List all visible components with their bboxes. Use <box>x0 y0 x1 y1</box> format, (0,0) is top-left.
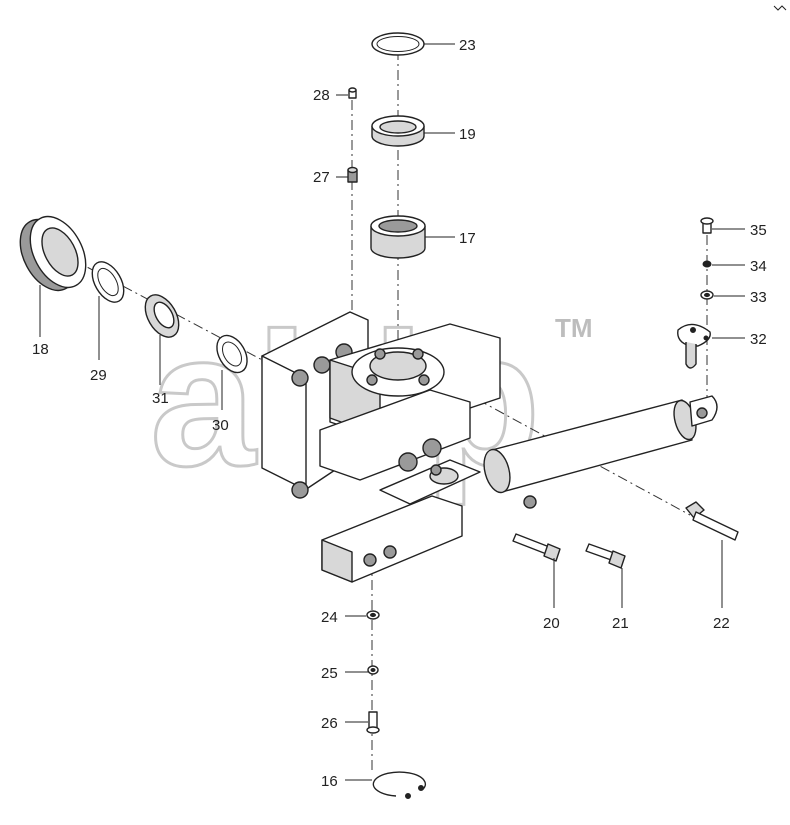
callout-21: 21 <box>612 615 629 632</box>
callout-19: 19 <box>459 126 476 143</box>
callout-17: 17 <box>459 230 476 247</box>
lock-washer-30 <box>216 334 248 374</box>
grease-nipple-28 <box>348 87 357 99</box>
callout-33: 33 <box>750 289 767 306</box>
callout-35: 35 <box>750 222 767 239</box>
callout-labels: 23 28 19 27 17 35 34 33 32 18 29 31 30 2… <box>32 37 767 790</box>
callout-16: 16 <box>321 773 338 790</box>
pin-plate-32 <box>677 323 711 369</box>
callout-29: 29 <box>90 367 107 384</box>
callout-34: 34 <box>750 258 767 275</box>
washer-33 <box>700 290 714 300</box>
callout-28: 28 <box>313 87 330 104</box>
callout-32: 32 <box>750 331 767 348</box>
bolt-35 <box>700 217 714 234</box>
callout-25: 25 <box>321 665 338 682</box>
bolt-20 <box>512 533 561 562</box>
callout-27: 27 <box>313 169 330 186</box>
fitting-27 <box>347 166 358 183</box>
hydraulic-cylinder <box>483 395 718 509</box>
steering-housing <box>261 311 501 583</box>
washer-29 <box>91 261 125 303</box>
oring-23 <box>371 32 425 56</box>
bolt-21 <box>585 543 626 569</box>
washer-24 <box>366 610 380 620</box>
callout-26: 26 <box>321 715 338 732</box>
bearing-18 <box>19 215 87 292</box>
corner-mark <box>773 5 787 11</box>
washer-34 <box>702 260 712 268</box>
leader-lines <box>39 43 745 781</box>
washer-25 <box>367 665 379 675</box>
callout-18: 18 <box>32 341 49 358</box>
trademark-symbol: TM <box>555 313 593 343</box>
slotted-nut-31 <box>144 294 180 338</box>
bolt-26 <box>366 711 380 734</box>
bolt-22 <box>685 501 739 541</box>
callout-23: 23 <box>459 37 476 54</box>
callout-22: 22 <box>713 615 730 632</box>
callout-30: 30 <box>212 417 229 434</box>
seal-19 <box>371 115 425 147</box>
callout-31: 31 <box>152 390 169 407</box>
bearing-17 <box>370 215 426 259</box>
callout-20: 20 <box>543 615 560 632</box>
snap-ring-16 <box>372 771 427 799</box>
callout-24: 24 <box>321 609 338 626</box>
